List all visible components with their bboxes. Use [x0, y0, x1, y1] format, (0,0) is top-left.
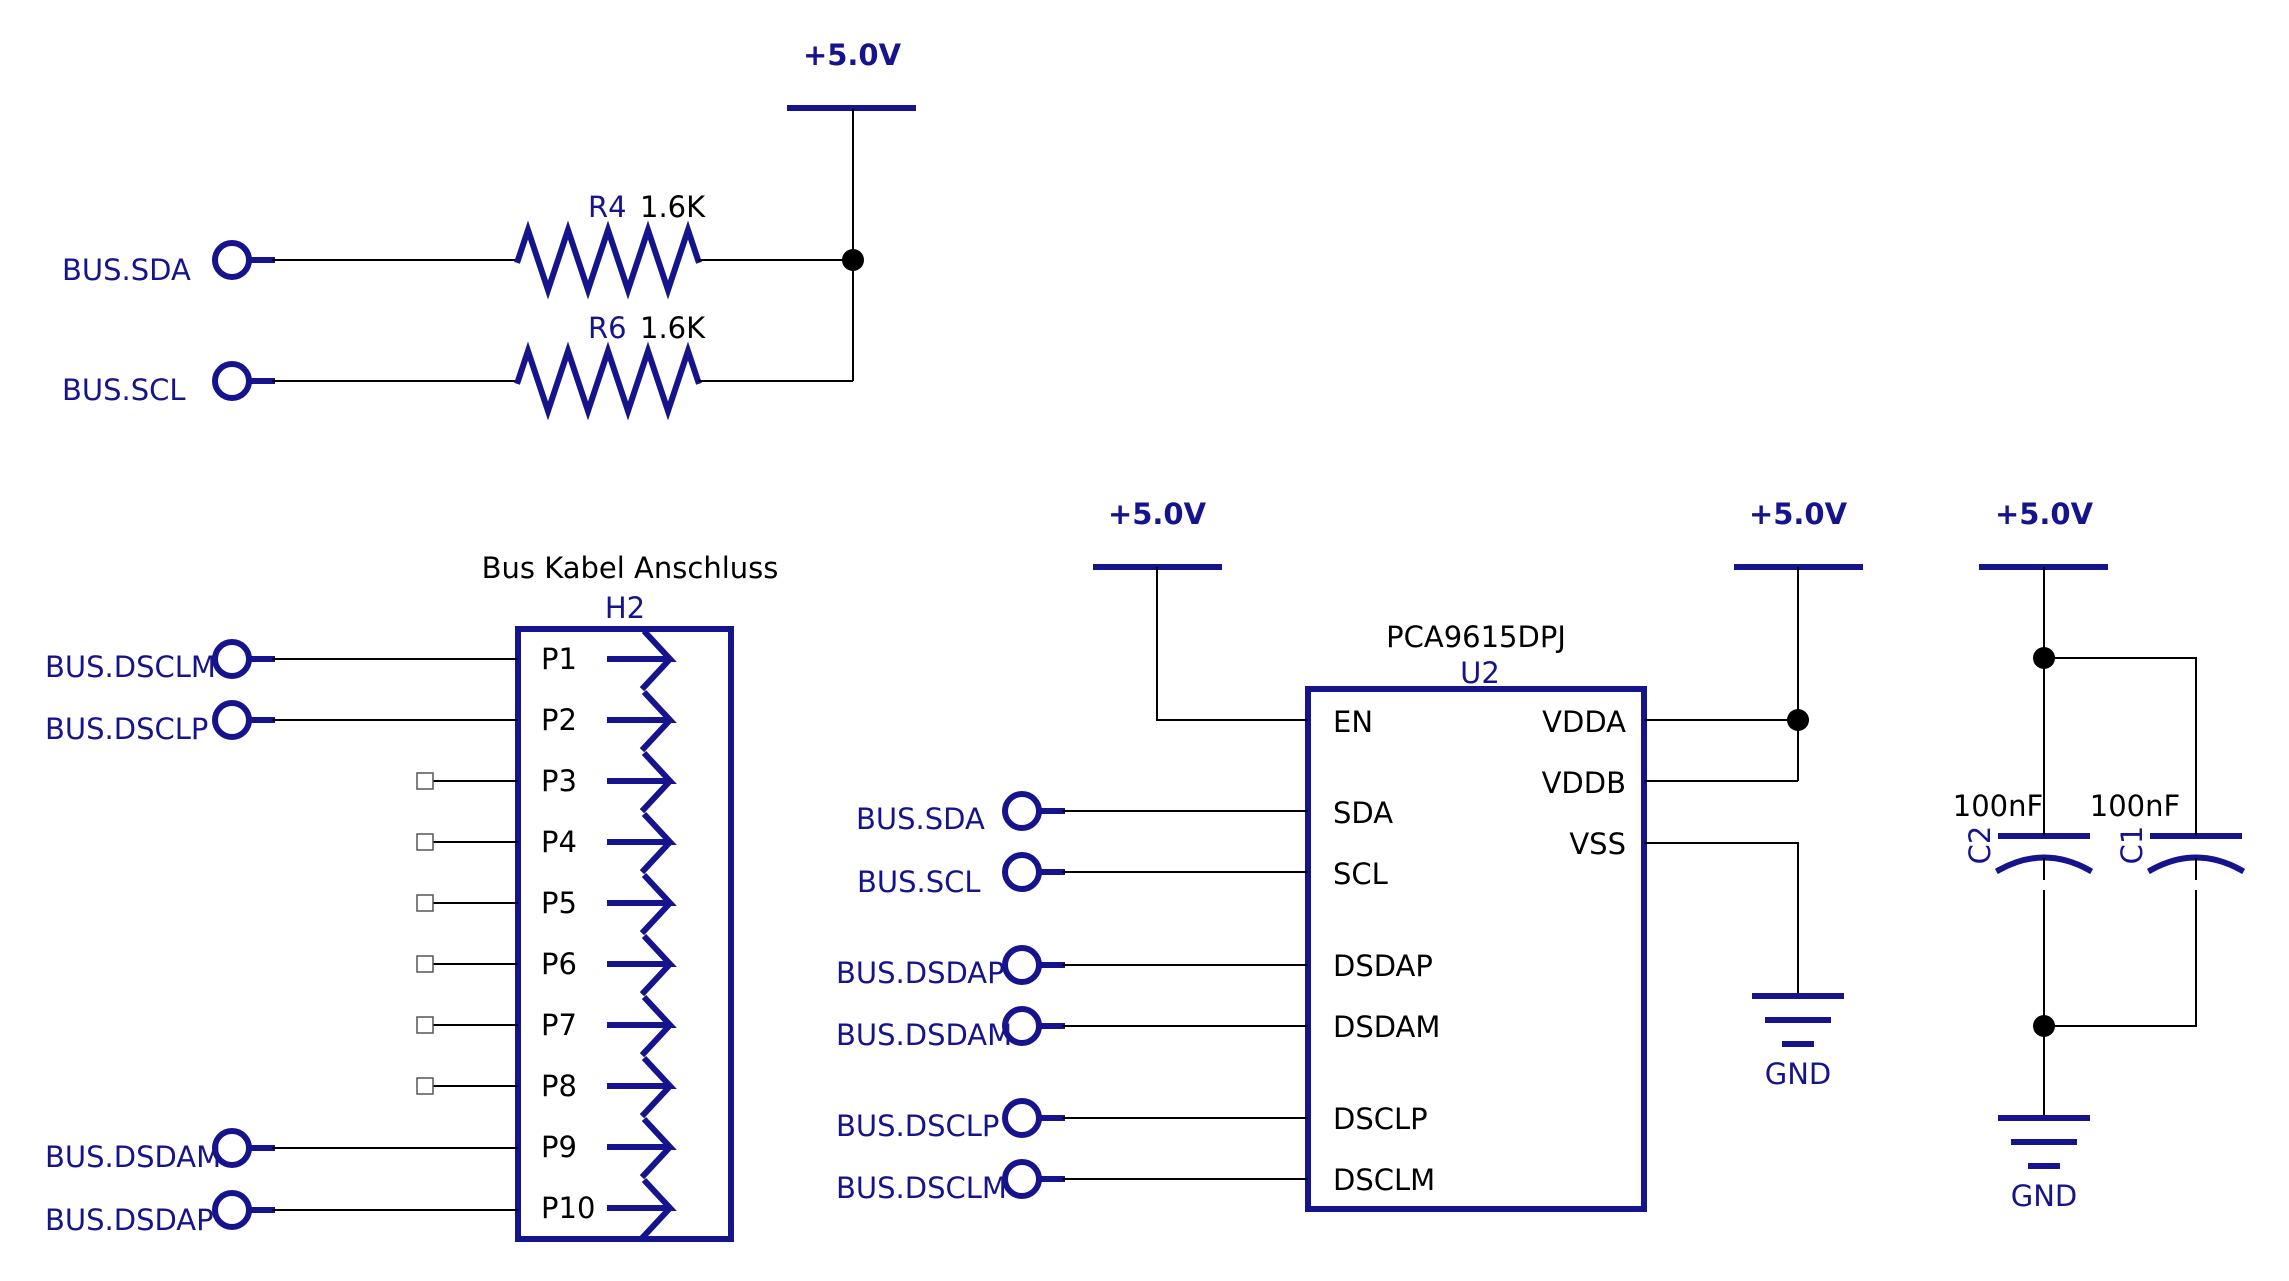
connector-contact-p6: [607, 933, 677, 997]
connector-contact-p4: [607, 811, 677, 875]
net-label-bus-sda-ic: BUS.SDA: [856, 802, 985, 836]
no-connect-marker-p7: [416, 1016, 434, 1034]
connector-pin-label-p8: P8: [541, 1069, 577, 1103]
connector-pin-label-p9: P9: [541, 1130, 577, 1164]
net-port-bus-sda-ic: [1002, 791, 1042, 831]
no-connect-marker-p5: [416, 894, 434, 912]
net-port-bus-dsdap-ic: [1002, 945, 1042, 985]
ground-symbol-cap: [1998, 1115, 2090, 1169]
connector-contact-p9: [607, 1116, 677, 1180]
net-label-bus-dsclm-ic: BUS.DSCLM: [836, 1171, 1007, 1205]
decoupling-section: +5.0V 100nF C2 100nF C1: [1953, 497, 2252, 1213]
connector-pin-label-p7: P7: [541, 1008, 577, 1042]
cap-bottom-junction: [2033, 1015, 2055, 1037]
ic-pin-sda: SDA: [1333, 796, 1393, 830]
connector-contact-p7: [607, 994, 677, 1058]
connector-contact-p5: [607, 872, 677, 936]
connector-pin-label-p6: P6: [541, 947, 577, 981]
ic-pin-en: EN: [1333, 705, 1373, 739]
net-label-bus-dsdap-conn: BUS.DSDAP: [45, 1203, 214, 1237]
power-label-en: +5.0V: [1108, 497, 1207, 531]
ic-pin-dsclm: DSCLM: [1333, 1163, 1435, 1197]
ic-pin-scl: SCL: [1333, 857, 1388, 891]
no-connect-marker-p3: [416, 772, 434, 790]
connector-contact-p10: [607, 1177, 677, 1241]
capacitor-c2-value: 100nF: [1953, 789, 2043, 823]
net-label-bus-dsdam-conn: BUS.DSDAM: [45, 1140, 221, 1174]
net-port-bus-dsclp-conn: [212, 700, 252, 740]
connector-pin-label-p1: P1: [541, 642, 577, 676]
connector-pin-label-p3: P3: [541, 764, 577, 798]
net-port-bus-scl-ic: [1002, 852, 1042, 892]
ground-symbol-vss: [1752, 993, 1844, 1047]
capacitor-c1-value: 100nF: [2090, 789, 2180, 823]
connector-pin-label-p5: P5: [541, 886, 577, 920]
net-label-bus-dsdam-ic: BUS.DSDAM: [836, 1018, 1012, 1052]
resistor-r6-ref: R6: [588, 311, 627, 345]
connector-contact-p2: [607, 689, 677, 753]
connector-contact-p3: [607, 750, 677, 814]
capacitor-c2-ref: C2: [1963, 826, 1997, 865]
connector-pin-label-p2: P2: [541, 703, 577, 737]
ic-body: [1305, 686, 1647, 1212]
cap-top-junction: [2033, 647, 2055, 669]
capacitor-c1: [2142, 812, 2252, 890]
net-label-bus-dsclm-conn: BUS.DSCLM: [45, 650, 216, 684]
net-port-bus-dsdap-conn: [212, 1190, 252, 1230]
net-port-bus-scl-top: [212, 361, 252, 401]
ic-pin-dsclp: DSCLP: [1333, 1102, 1428, 1136]
resistor-r6: [514, 341, 702, 421]
connector-body: [515, 626, 734, 1242]
connector-contact-p1: [607, 628, 677, 692]
ic-ref: U2: [1460, 656, 1500, 690]
net-label-bus-dsclp-ic: BUS.DSCLP: [836, 1109, 999, 1143]
net-port-bus-dsclp-ic: [1002, 1098, 1042, 1138]
connector-pin-label-p10: P10: [541, 1191, 595, 1225]
no-connect-marker-p6: [416, 955, 434, 973]
power-label-vdd: +5.0V: [1749, 497, 1848, 531]
ic-part-number: PCA9615DPJ: [1386, 620, 1566, 654]
capacitor-c2: [1990, 812, 2100, 890]
capacitor-c1-ref: C1: [2115, 826, 2149, 865]
connector-h2: Bus Kabel Anschluss H2 P1P2P3P4P5P6P7P8P…: [45, 551, 779, 1242]
no-connect-marker-p8: [416, 1077, 434, 1095]
ic-pin-vddb: VDDB: [1542, 766, 1626, 800]
pullup-section: +5.0V BUS.SDA R4 1.6K BUS.SCL R6 1.6K: [62, 38, 916, 421]
ic-u2: PCA9615DPJ U2 +5.0V +5.0V GND EN SDA SCL…: [836, 497, 1863, 1212]
power-label-top: +5.0V: [803, 38, 902, 72]
resistor-r4-ref: R4: [588, 190, 627, 224]
connector-ref: H2: [605, 591, 645, 625]
ground-label-cap: GND: [2011, 1179, 2078, 1213]
resistor-r4: [514, 220, 702, 300]
connector-title: Bus Kabel Anschluss: [482, 551, 779, 585]
net-label-bus-dsclp-conn: BUS.DSCLP: [45, 712, 208, 746]
connector-pin-label-p4: P4: [541, 825, 577, 859]
power-label-cap: +5.0V: [1995, 497, 2094, 531]
no-connect-marker-p4: [416, 833, 434, 851]
vdd-junction: [1787, 709, 1809, 731]
net-label-bus-scl-top: BUS.SCL: [62, 373, 186, 407]
resistor-r4-value: 1.6K: [640, 190, 706, 224]
net-label-bus-dsdap-ic: BUS.DSDAP: [836, 956, 1005, 990]
ic-pin-vss: VSS: [1569, 827, 1626, 861]
ic-pin-dsdap: DSDAP: [1333, 949, 1433, 983]
net-label-bus-sda-top: BUS.SDA: [62, 253, 191, 287]
net-port-bus-sda-top: [212, 240, 252, 280]
net-port-bus-dsclm-ic: [1002, 1159, 1042, 1199]
net-label-bus-scl-ic: BUS.SCL: [857, 865, 981, 899]
ic-pin-vdda: VDDA: [1542, 705, 1626, 739]
resistor-r6-value: 1.6K: [640, 311, 706, 345]
connector-contact-p8: [607, 1055, 677, 1119]
net-port-bus-dsclm-conn: [212, 639, 252, 679]
ic-pin-dsdam: DSDAM: [1333, 1010, 1440, 1044]
ground-label-vss: GND: [1765, 1057, 1832, 1091]
